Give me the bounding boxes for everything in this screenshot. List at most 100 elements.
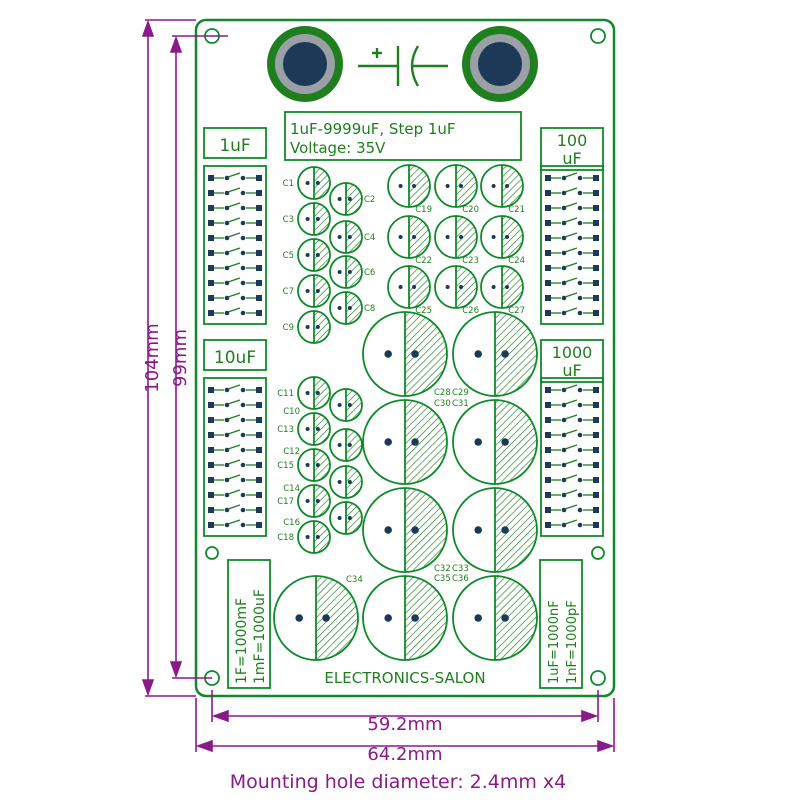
capacitor-C3: [297, 202, 331, 236]
bank-1000uf-label-2: uF: [562, 361, 581, 380]
capacitor-C20: [434, 164, 478, 208]
left-note-1: 1F=1000mF: [234, 598, 250, 684]
capacitor-C24: [480, 215, 524, 259]
capacitor-C8: [329, 291, 363, 325]
label-C13: C13: [277, 425, 294, 435]
label-C26: C26: [462, 306, 479, 316]
capacitor-C15: [297, 448, 331, 482]
capacitor-C19: [387, 164, 431, 208]
bank-1uf-label: 1uF: [219, 136, 250, 156]
label-C27: C27: [508, 306, 525, 316]
label-C34: C34: [346, 575, 363, 585]
capacitor-C7: [297, 274, 331, 308]
capacitor-big-2: [452, 311, 538, 397]
terminal-left: [267, 26, 343, 102]
capacitor-C9: [297, 310, 331, 344]
mounting-hole-mr: [591, 546, 605, 560]
capacitor-C2: [329, 182, 363, 216]
capacitor-C17: [297, 484, 331, 518]
label-C5: C5: [283, 251, 294, 261]
capacitor-big-6: [452, 487, 538, 573]
capacitor-array: C1C3C5C7C9C2C4C6C8C11C13C15C17C18C10C12C…: [273, 164, 538, 661]
switch-bank-100uf: [540, 165, 604, 325]
title-line-2: Voltage: 35V: [290, 139, 386, 157]
left-note-2: 1mF=1000uF: [252, 589, 268, 684]
right-note-2: 1nF=1000pF: [565, 600, 580, 684]
dim-outer-width: 64.2mm: [367, 744, 442, 765]
capacitor-C26: [434, 265, 478, 309]
label-C17: C17: [277, 497, 294, 507]
label-C4: C4: [364, 233, 375, 243]
label-C33: C33: [452, 564, 469, 574]
capacitor-big-4: [452, 399, 538, 485]
capacitor-0: [329, 388, 363, 422]
label-C32: C32: [434, 564, 451, 574]
mounting-hole-tr: [590, 28, 606, 44]
switch-bank-1uf: [203, 165, 267, 325]
capacitor-C25: [387, 265, 431, 309]
bank-1uf-label-box: [203, 127, 267, 159]
switch-banks: [203, 165, 604, 537]
mounting-hole-note: Mounting hole diameter: 2.4mm x4: [230, 771, 567, 793]
bank-10uf-label: 10uF: [214, 348, 256, 368]
footer-brand: ELECTRONICS-SALON: [324, 669, 485, 687]
label-C8: C8: [364, 304, 375, 314]
label-C30: C30: [434, 399, 451, 409]
capacitor-C13: [297, 412, 331, 446]
title-box: [284, 111, 522, 161]
label-C22: C22: [415, 256, 432, 266]
label-C14: C14: [283, 484, 300, 494]
capacitor-C18: [297, 520, 331, 554]
bank-10uf-label-box: [203, 339, 267, 371]
capacitor-C27: [480, 265, 524, 309]
label-C20: C20: [462, 205, 479, 215]
label-C28: C28: [434, 388, 451, 398]
mounting-hole-br: [590, 670, 606, 686]
label-C31: C31: [452, 399, 469, 409]
label-C7: C7: [283, 287, 294, 297]
capacitor-3: [329, 501, 363, 535]
label-C16: C16: [283, 518, 300, 528]
label-C2: C2: [364, 195, 375, 205]
label-C36: C36: [452, 574, 469, 584]
dim-inner-width: 59.2mm: [367, 714, 442, 735]
title-line-1: 1uF-9999uF, Step 1uF: [290, 120, 456, 138]
label-C6: C6: [364, 268, 375, 278]
dim-inner-height: 99mm: [170, 329, 191, 387]
capacitor-C5: [297, 238, 331, 272]
switch-bank-1000uf: [540, 377, 604, 537]
capacitor-symbol: [358, 45, 448, 87]
label-C9: C9: [283, 323, 294, 333]
label-C24: C24: [508, 256, 525, 266]
capacitor-C22: [387, 215, 431, 259]
capacitor-big-3: [362, 399, 448, 485]
capacitor-C11: [297, 376, 331, 410]
capacitor-C1: [297, 166, 331, 200]
capacitor-2: [329, 465, 363, 499]
switch-bank-10uf: [203, 377, 267, 537]
label-C18: C18: [277, 533, 294, 543]
right-note-box: [539, 559, 583, 689]
label-C35: C35: [434, 574, 451, 584]
dim-outer-height: 104mm: [142, 323, 163, 392]
label-C12: C12: [283, 447, 300, 457]
capacitor-1: [329, 428, 363, 462]
capacitor-C6: [329, 255, 363, 289]
label-C11: C11: [277, 389, 294, 399]
right-note-1: 1uF=1000nF: [547, 600, 562, 684]
left-note-box: [227, 559, 271, 689]
label-C15: C15: [277, 461, 294, 471]
bank-1000uf-label-1: 1000: [552, 343, 593, 362]
capacitor-big-5: [362, 487, 448, 573]
label-C21: C21: [508, 205, 525, 215]
capacitor-big-7: [273, 575, 359, 661]
label-C29: C29: [452, 388, 469, 398]
capacitor-big-9: [452, 575, 538, 661]
label-C23: C23: [462, 256, 479, 266]
capacitor-C23: [434, 215, 478, 259]
mounting-hole-ml: [205, 546, 219, 560]
capacitor-big-1: [362, 311, 448, 397]
bank-1000uf-label-box: [540, 339, 604, 383]
